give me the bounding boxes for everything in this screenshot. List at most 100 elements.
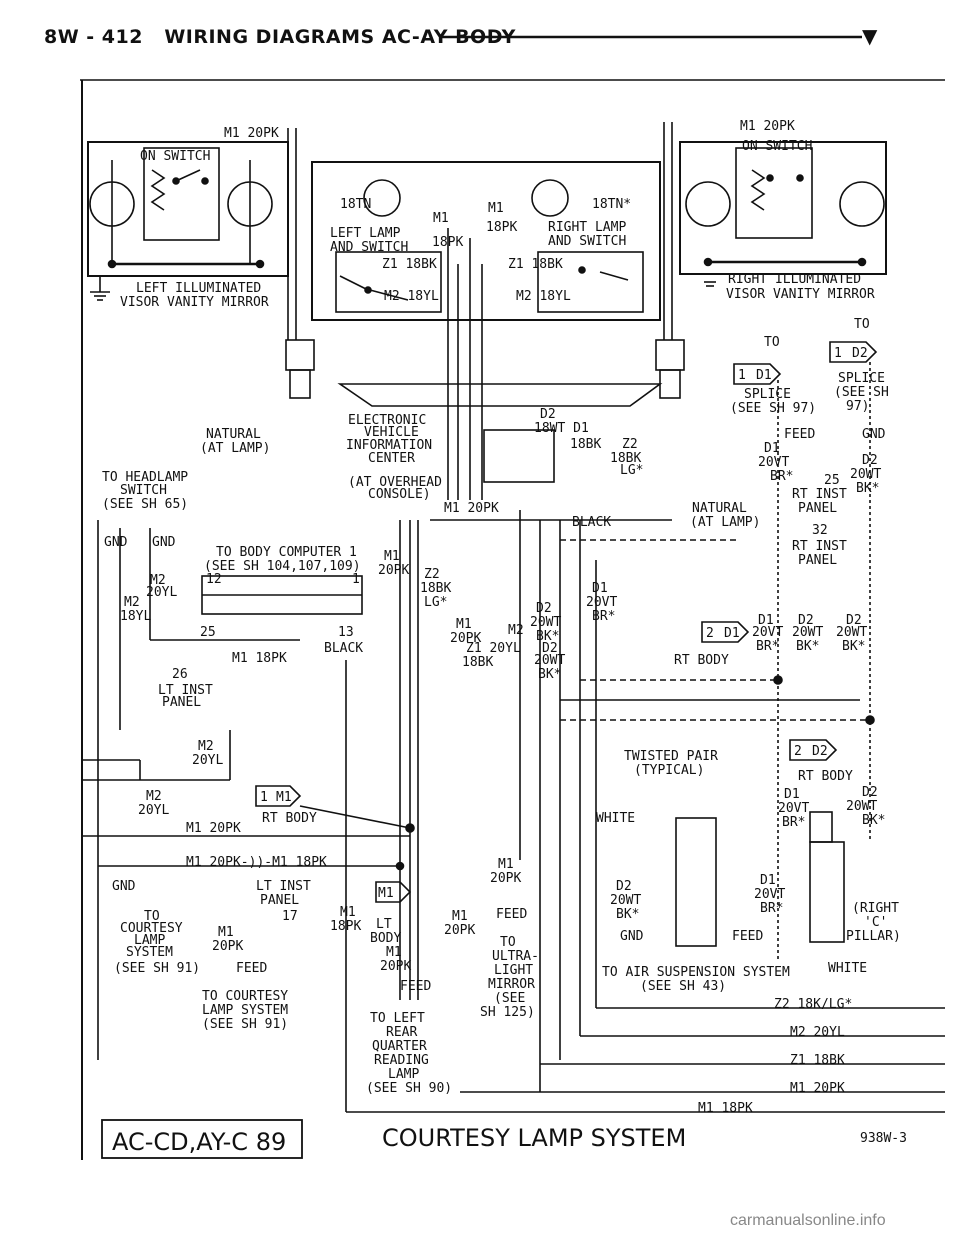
m1-20pk-q1: M1 <box>386 945 402 960</box>
pin-17: 17 <box>282 909 298 924</box>
pin-25: 25 <box>200 625 216 640</box>
overhead-lamps: 18TN M1 18PK LEFT LAMP AND SWITCH Z1 18B… <box>311 161 661 500</box>
arrow-down-icon: ▼ <box>862 24 878 48</box>
d1-u1: D1 <box>784 787 800 802</box>
left-lamp-label-1: LEFT LAMP <box>330 226 401 241</box>
z2-18bk: 18BK <box>610 451 641 466</box>
m2-18yl-b: 18YL <box>120 609 151 624</box>
rt-inst-2: RT INST <box>792 539 847 554</box>
to-d1-3: (SEE SH 97) <box>730 401 816 416</box>
m1-18pk-b1: M1 <box>340 905 356 920</box>
d1-r3: BR* <box>770 469 793 484</box>
m1-20pk-y: 20PK <box>490 871 521 886</box>
lt-inst-2: LT INST <box>256 879 311 894</box>
courtesy-3: LAMP <box>134 933 165 948</box>
evic-l1: ELECTRONIC <box>348 413 426 428</box>
m1-d: 20PK <box>378 563 409 578</box>
m1-feed-b: 20PK <box>212 939 243 954</box>
headlamp-l1: TO HEADLAMP <box>102 470 188 485</box>
d2-s1: D2 <box>798 613 814 628</box>
pillar-1: (RIGHT <box>852 901 899 916</box>
white-1: WHITE <box>596 811 635 826</box>
to-left-2: REAR <box>386 1025 417 1040</box>
z1-a: Z1 20YL <box>466 641 521 656</box>
d2-r3: BK* <box>856 481 879 496</box>
left-lamp-w2: Z1 18BK <box>382 257 437 272</box>
twisted-2: (TYPICAL) <box>634 763 704 778</box>
to-courtesy-1: TO COURTESY <box>202 989 288 1004</box>
ultra-3: LIGHT <box>494 963 533 978</box>
d2-20wt-a: D2 <box>536 601 552 616</box>
conn-1d1b: D1 <box>756 368 772 383</box>
d2-t2: 20WT <box>836 625 867 640</box>
lt-inst: LT INST <box>158 683 213 698</box>
right-mirror-label-1: RIGHT ILLUMINATED <box>728 272 861 287</box>
m2-20yl-e: M2 <box>146 789 162 804</box>
left-lamp-w3: M2 18YL <box>384 289 439 304</box>
left-lamp-m1: M1 <box>433 211 449 226</box>
pin-12: 12 <box>206 572 222 587</box>
pin-25r: 25 <box>824 473 840 488</box>
feed-q: FEED <box>400 979 431 994</box>
m2-20yl-b: 20YL <box>146 585 177 600</box>
d2-18wt: D2 <box>540 407 556 422</box>
conn-1m1: 1 <box>260 790 268 805</box>
d2-s2: 20WT <box>792 625 823 640</box>
black-mid: BLACK <box>572 515 611 530</box>
right-mirror-switch: ON SWITCH <box>742 139 812 154</box>
d1-20vt-a: D1 <box>592 581 608 596</box>
conn-2d1: 2 <box>706 626 714 641</box>
d2-t1: D2 <box>846 613 862 628</box>
courtesy-5: (SEE SH 91) <box>114 961 200 976</box>
feed-v: FEED <box>732 929 763 944</box>
d1-s3: BR* <box>756 639 779 654</box>
pin-13: 13 <box>338 625 354 640</box>
to-courtesy-3: (SEE SH 91) <box>202 1017 288 1032</box>
out-z2: Z2 18K/LG* <box>774 997 852 1012</box>
d1-s1: D1 <box>758 613 774 628</box>
feed-a: FEED <box>236 961 267 976</box>
right-lamp-m1g: 18PK <box>486 220 517 235</box>
d2-r2: 20WT <box>850 467 881 482</box>
white-2: WHITE <box>828 961 867 976</box>
z2-a: Z2 <box>424 567 440 582</box>
air-1: TO AIR SUSPENSION SYSTEM <box>602 965 790 980</box>
pin-1: 1 <box>352 572 360 587</box>
rt-panel-1: PANEL <box>798 501 837 516</box>
m2-e: BK* <box>536 629 559 644</box>
rt-body-2: RT BODY <box>674 653 729 668</box>
left-lamp-label-2: AND SWITCH <box>330 240 408 255</box>
left-lamp-w1: 18TN <box>340 197 371 212</box>
wires <box>82 362 945 1113</box>
to-left-5: LAMP <box>388 1067 419 1082</box>
page-number: 8W - 412 <box>44 26 143 48</box>
right-lamp-w2: Z1 18BK <box>508 257 563 272</box>
right-lamp-label-1: RIGHT LAMP <box>548 220 626 235</box>
conn-1d2b: D2 <box>852 346 868 361</box>
natural-left-2: (AT LAMP) <box>200 441 270 456</box>
evic-l4: CENTER <box>368 451 415 466</box>
headlamp-l2: SWITCH <box>120 483 167 498</box>
left-mirror-label-2: VISOR VANITY MIRROR <box>120 295 269 310</box>
page-title: WIRING DIAGRAMS AC-AY BODY <box>164 26 516 48</box>
d1-r2: 20VT <box>758 455 789 470</box>
conn-m1: M1 <box>378 886 394 901</box>
right-mirror-feed: M1 20PK <box>740 119 795 134</box>
courtesy-4: SYSTEM <box>126 945 173 960</box>
d2-d: 20WT <box>534 653 565 668</box>
d2-s3: BK* <box>796 639 819 654</box>
to-d2-4: 97) <box>846 399 869 414</box>
connector-tags: 1 D1 1 D2 2 D1 2 D2 1 M1 M1 <box>255 341 878 903</box>
m2-c: M2 <box>508 623 524 638</box>
m2-20yl-f: 20YL <box>138 803 169 818</box>
right-lamp-w3: M2 18YL <box>516 289 571 304</box>
headlamp-l3: (SEE SH 65) <box>102 497 188 512</box>
footer-title: COURTESY LAMP SYSTEM <box>382 1124 686 1152</box>
body-computer-connector: TO BODY COMPUTER 1 (SEE SH 104,107,109) … <box>200 545 363 656</box>
ultra-2: ULTRA- <box>492 949 539 964</box>
d2-u2: 20WT <box>846 799 877 814</box>
conn-1d2: 1 <box>834 346 842 361</box>
to-courtesy-2: LAMP SYSTEM <box>202 1003 288 1018</box>
rt-body-3: RT BODY <box>798 769 853 784</box>
watermark: carmanualsonline.info <box>730 1212 886 1229</box>
